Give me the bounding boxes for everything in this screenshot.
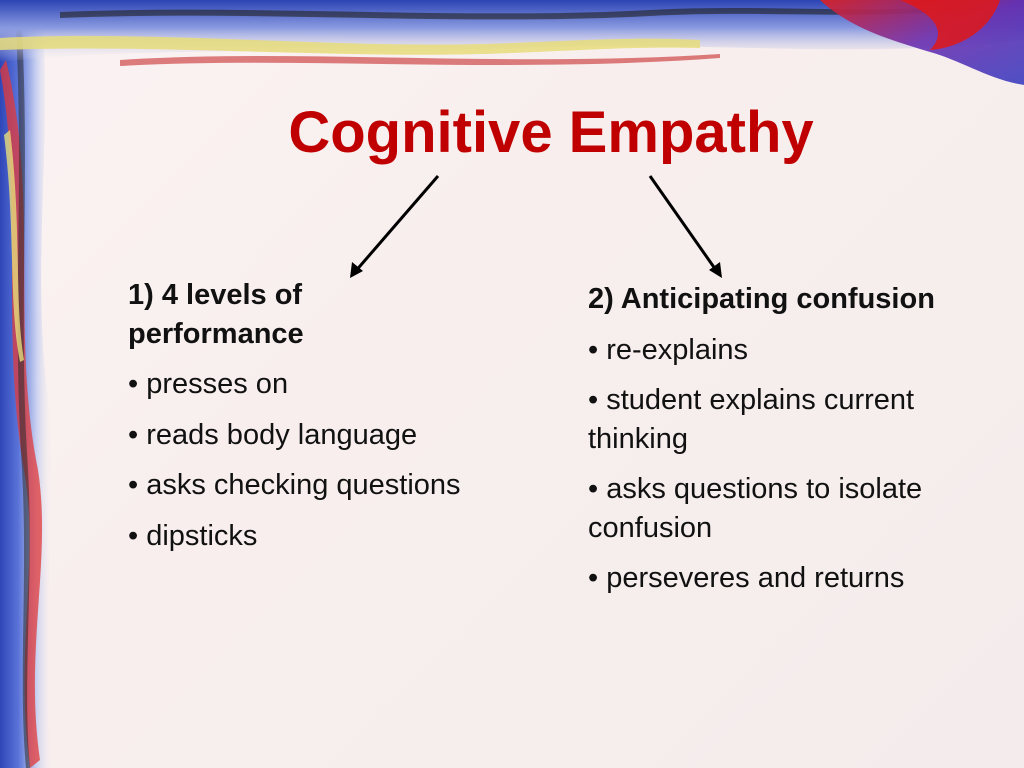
arrow-icon-right (648, 175, 722, 278)
list-item: • perseveres and returns (588, 562, 905, 595)
frame-top-right-red (900, 0, 1000, 50)
left-bullet-list: • presses on • reads body language • ask… (128, 365, 478, 555)
frame-left-yellow-streak (4, 130, 24, 362)
frame-top-yellow-streak (0, 35, 700, 55)
list-item: • asks checking questions (128, 469, 461, 502)
left-column: 1) 4 levels of performance • presses on … (128, 276, 478, 567)
frame-left-dark-streak (16, 30, 30, 768)
right-bullet-list: • re-explains • student explains current… (588, 331, 988, 598)
left-column-heading: 1) 4 levels of performance (128, 279, 304, 350)
right-column: 2) Anticipating confusion • re-explains … (588, 280, 988, 610)
list-item: • dipsticks (128, 519, 258, 552)
right-column-heading: 2) Anticipating confusion (588, 283, 935, 315)
list-item: • re-explains (588, 333, 749, 366)
slide-title: Cognitive Empathy (288, 100, 814, 165)
list-item: • presses on (128, 368, 289, 401)
frame-top-dark-streak (60, 6, 960, 20)
list-item: • reads body language (128, 418, 418, 451)
list-item: • asks questions to isolate confusion (588, 473, 923, 544)
frame-top-red-streak (120, 54, 720, 66)
list-item: • student explains current thinking (588, 384, 915, 455)
arrow-icon-left (350, 175, 440, 278)
